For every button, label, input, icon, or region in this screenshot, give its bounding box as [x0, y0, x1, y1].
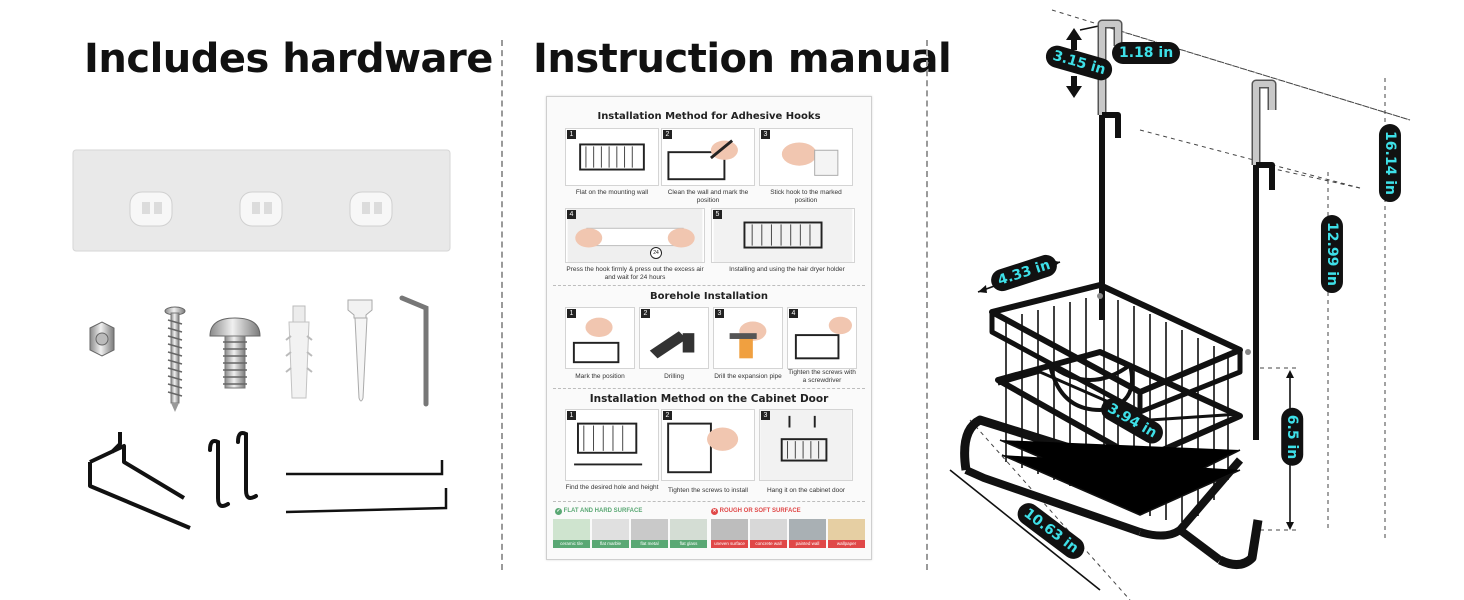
- hook-icon: [208, 431, 258, 508]
- surface-swatch: [553, 519, 590, 541]
- timer-icon: 24: [650, 247, 662, 259]
- hex-key-icon: [399, 295, 429, 407]
- screw-icon: [164, 306, 186, 412]
- manual-step: 4: [787, 307, 857, 369]
- manual-step: 3: [759, 409, 853, 481]
- surface-label: concrete wall: [750, 540, 787, 548]
- manual-step-caption: Flat on the mounting wall: [575, 189, 649, 196]
- bolt-icon: [209, 317, 261, 389]
- manual-step: 2: [661, 409, 755, 481]
- manual-step: 1: [565, 409, 659, 481]
- surface-bad-heading: ✕ ROUGH OR SOFT SURFACE: [711, 508, 801, 515]
- bracket-icon: [88, 432, 191, 530]
- surface-good-heading: ✓ FLAT AND HARD SURFACE: [555, 508, 643, 515]
- wall-plug-icon: [285, 305, 313, 399]
- surface-swatch: [631, 519, 668, 541]
- surface-label: ceramic tile: [553, 540, 590, 548]
- manual-step: 4 24: [565, 208, 705, 263]
- manual-step-caption: Drilling: [664, 373, 684, 380]
- dimension-basket-height: 6.5 in: [1281, 407, 1304, 467]
- surface-swatch: [789, 519, 826, 541]
- hardware-title: Includes hardware: [84, 36, 493, 82]
- surface-label: painted wall: [789, 540, 826, 548]
- surface-swatch: [828, 519, 865, 541]
- manual-separator: [553, 388, 865, 389]
- surface-swatch: [592, 519, 629, 541]
- surface-swatch: [670, 519, 707, 541]
- surface-label: wallpaper: [828, 540, 865, 548]
- product-dimension-diagram: [949, 9, 1411, 600]
- dimension-hook-width: 1.18 in: [1112, 42, 1181, 64]
- manual-step: 3: [759, 128, 853, 186]
- manual-step-caption: Installing and using the hair dryer hold…: [729, 266, 845, 273]
- dimension-hanger-height: 12.99 in: [1320, 215, 1343, 293]
- adhesive-strip-icon: [72, 149, 451, 252]
- surface-label: uneven surface: [711, 540, 748, 548]
- manual-step-caption: Tighten the screws to install: [668, 487, 748, 494]
- manual-section3-title: Installation Method on the Cabinet Door: [589, 393, 829, 405]
- instruction-manual-sheet: Installation Method for Adhesive Hooks 1…: [546, 96, 872, 560]
- manual-step-caption: Press the hook firmly & press out the ex…: [566, 266, 704, 281]
- surface-label: flat glass: [670, 540, 707, 548]
- surface-label: flat marble: [592, 540, 629, 548]
- manual-separator: [553, 285, 865, 286]
- cross-icon: ✕: [711, 508, 718, 515]
- manual-step: 2: [661, 128, 755, 186]
- manual-title: Instruction manual: [533, 36, 952, 82]
- manual-section2-title: Borehole Installation: [649, 291, 768, 302]
- manual-step: 5: [711, 208, 855, 263]
- surface-swatch: [750, 519, 787, 541]
- wrench-icon: [347, 299, 373, 402]
- manual-step: 1: [565, 128, 659, 186]
- surface-label: flat metal: [631, 540, 668, 548]
- divider-left: [501, 40, 503, 570]
- manual-separator: [553, 501, 865, 502]
- manual-step: 2: [639, 307, 709, 369]
- manual-step-caption: Stick hook to the marked position: [770, 189, 842, 204]
- manual-step-caption: Drill the expansion pipe: [714, 373, 782, 380]
- rod-icon: [285, 460, 448, 514]
- nut-icon: [89, 321, 115, 357]
- manual-step-caption: Clean the wall and mark the position: [667, 189, 749, 204]
- manual-step-caption: Tighten the screws with a screwdriver: [788, 369, 856, 384]
- divider-right: [926, 40, 928, 570]
- manual-step-caption: Mark the position: [575, 373, 625, 380]
- surface-swatch: [711, 519, 748, 541]
- dimension-total-height: 16.14 in: [1378, 124, 1401, 202]
- manual-section1-title: Installation Method for Adhesive Hooks: [597, 111, 821, 122]
- check-icon: ✓: [555, 508, 562, 515]
- manual-step: 3: [713, 307, 783, 369]
- manual-step: 1: [565, 307, 635, 369]
- manual-step-caption: Find the desired hole and height: [565, 484, 659, 491]
- hardware-illustration: [72, 149, 451, 530]
- manual-step-caption: Hang it on the cabinet door: [766, 487, 846, 494]
